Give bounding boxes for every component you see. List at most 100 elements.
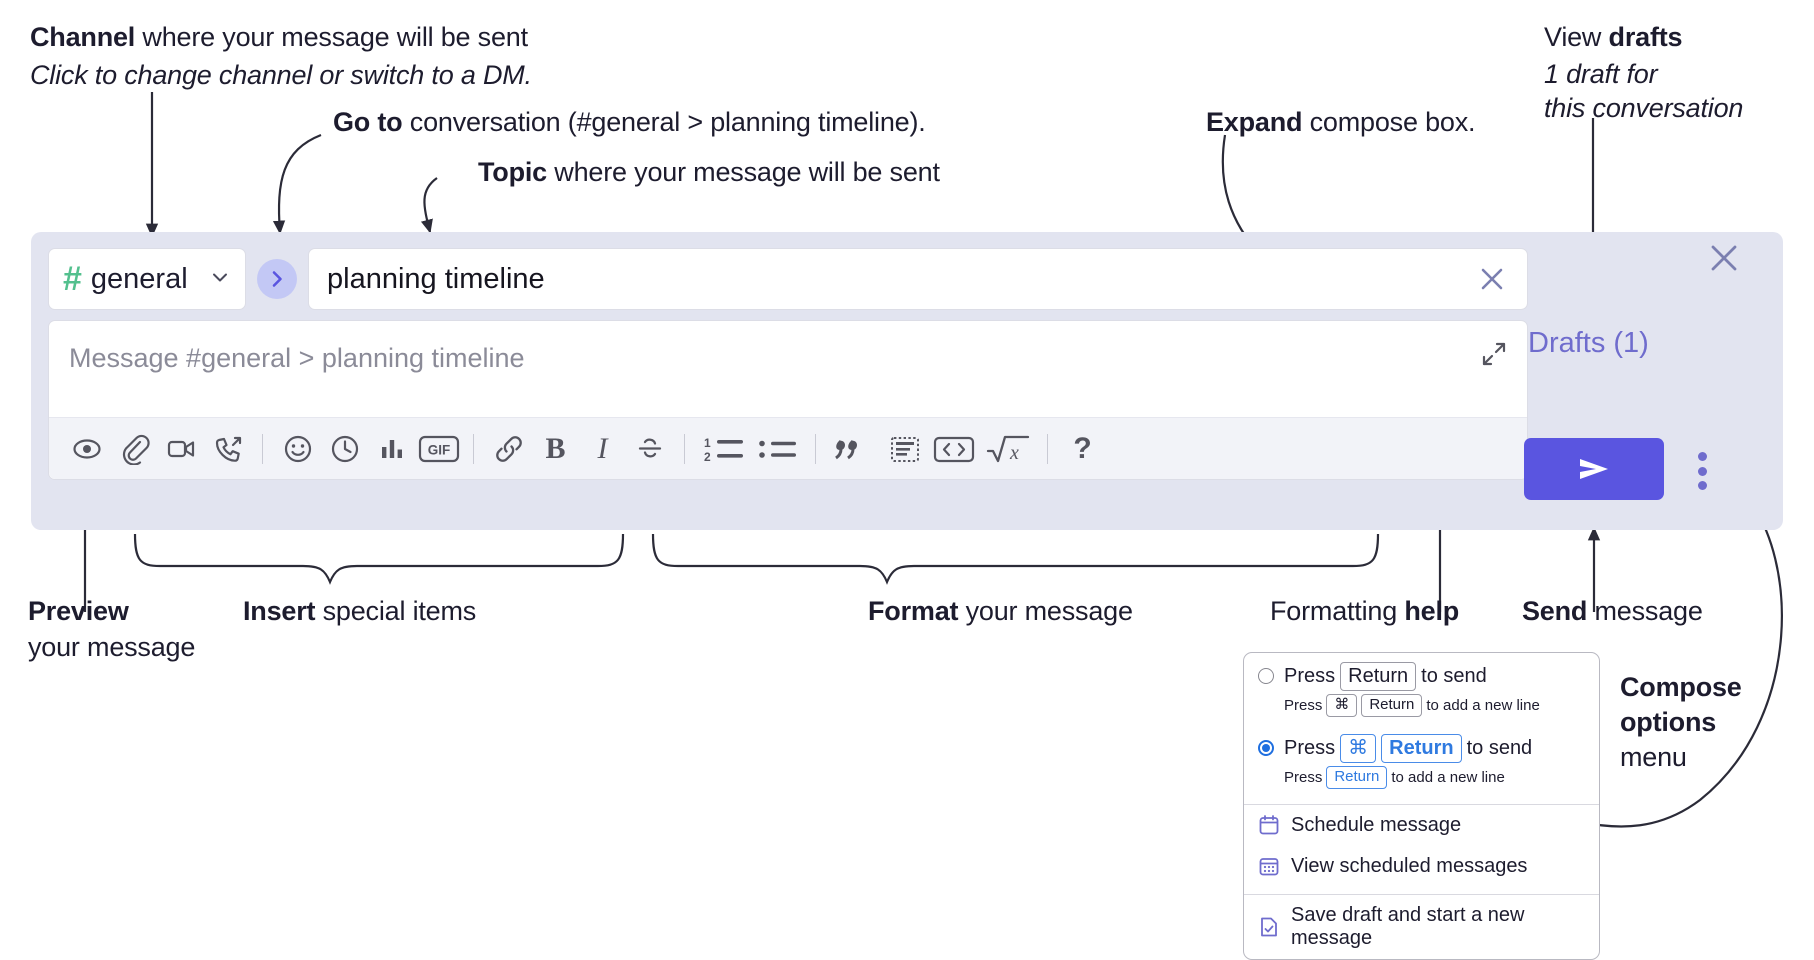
annotation-compose-options-rest: menu [1620, 742, 1687, 773]
annotation-insert: Insert special items [243, 596, 476, 628]
gif-icon[interactable]: GIF [415, 425, 462, 472]
send-option-cmd-return-sub: Press Return to add a new line [1244, 765, 1599, 797]
svg-text:GIF: GIF [427, 442, 450, 457]
key-return: Return [1361, 694, 1423, 717]
math-icon[interactable]: x [980, 425, 1036, 472]
blockquote-icon[interactable] [827, 425, 881, 472]
radio-return[interactable] [1258, 668, 1274, 684]
separator [684, 433, 685, 464]
svg-text:x: x [1009, 442, 1019, 464]
compose-options-menu: Press Return to send Press ⌘ Return to a… [1243, 652, 1600, 960]
annotation-drafts-sub2: this conversation [1544, 92, 1744, 123]
menu-item-save-draft[interactable]: Save draft and start a new message [1244, 895, 1599, 959]
send-icon [1580, 459, 1608, 479]
annotation-compose-options-bold2: options [1620, 707, 1717, 738]
message-input-box[interactable]: Message #general > planning timeline [48, 320, 1528, 480]
menu-item-view-scheduled[interactable]: View scheduled messages [1244, 846, 1599, 887]
italic-label: I [597, 431, 608, 465]
annotation-channel-sub: Click to change channel or switch to a D… [30, 59, 532, 90]
drafts-link[interactable]: Drafts (1) [1528, 327, 1649, 359]
annotation-goto: Go to conversation (#general > planning … [333, 107, 926, 139]
annotation-preview-line2: your message [28, 631, 196, 662]
compose-top-row: # general planning timeline [48, 248, 1528, 310]
annotation-preview: Preview your message [28, 596, 195, 664]
preview-icon[interactable] [63, 425, 110, 472]
separator [1047, 433, 1048, 464]
hash-icon: # [63, 260, 82, 298]
topic-value: planning timeline [327, 262, 545, 295]
close-compose-icon[interactable] [1704, 238, 1744, 283]
annotation-topic: Topic where your message will be sent [478, 157, 940, 189]
key-command: ⌘ [1340, 733, 1377, 763]
save-draft-icon [1258, 916, 1280, 938]
annotation-format-bold: Format [868, 596, 959, 626]
send-option-cmd-return[interactable]: Press ⌘ Return to send [1244, 725, 1599, 765]
compose-options-button[interactable] [1687, 449, 1717, 493]
send-button[interactable] [1524, 438, 1664, 500]
bold-label: B [545, 431, 566, 465]
separator [262, 433, 263, 464]
chevron-right-icon [272, 271, 282, 287]
annotation-compose-options: Compose options menu [1620, 670, 1742, 775]
newline-label: to add a new line [1391, 768, 1505, 786]
compose-panel: # general planning timeline Message #gen… [31, 232, 1783, 530]
kebab-dot [1697, 466, 1707, 476]
help-icon[interactable]: ? [1059, 425, 1106, 472]
menu-divider [1244, 803, 1599, 805]
close-icon[interactable] [1475, 262, 1509, 296]
press-label: Press [1284, 768, 1323, 786]
annotation-drafts-sub1: 1 draft for [1544, 58, 1658, 89]
press-label: Press [1284, 665, 1336, 687]
expand-icon[interactable] [1479, 339, 1509, 374]
annotation-send-bold: Send [1522, 596, 1588, 626]
emoji-icon[interactable] [274, 425, 321, 472]
bulleted-list-icon[interactable] [752, 425, 804, 472]
annotation-goto-rest: conversation (#general > planning timeli… [402, 107, 926, 137]
link-icon[interactable] [485, 425, 532, 472]
strikethrough-icon[interactable] [626, 425, 673, 472]
radio-cmd-return[interactable] [1258, 739, 1274, 756]
annotation-insert-rest: special items [315, 596, 477, 626]
annotation-drafts-plain: View [1544, 22, 1609, 52]
annotation-expand-rest: compose box. [1302, 107, 1476, 137]
poll-icon[interactable] [368, 425, 415, 472]
compose-inner: # general planning timeline Message #gen… [48, 248, 1528, 480]
annotation-format-rest: your message [958, 596, 1133, 626]
send-option-return-sub: Press ⌘ Return to add a new line [1244, 693, 1599, 725]
annotation-drafts-bold: drafts [1608, 22, 1683, 52]
bold-icon[interactable]: B [532, 425, 579, 472]
code-block-icon[interactable] [881, 425, 928, 472]
press-label: Press [1284, 736, 1336, 759]
annotation-send-rest: message [1587, 596, 1703, 626]
message-text-area[interactable]: Message #general > planning timeline [49, 321, 1527, 417]
message-placeholder: Message #general > planning timeline [69, 343, 525, 373]
menu-item-label: View scheduled messages [1291, 854, 1528, 877]
key-command: ⌘ [1326, 694, 1358, 717]
menu-item-schedule-message[interactable]: Schedule message [1244, 805, 1599, 846]
help-label: ? [1073, 431, 1092, 465]
newline-label: to add a new line [1426, 696, 1540, 714]
annotation-drafts: View drafts 1 draft for this conversatio… [1544, 22, 1743, 125]
menu-divider [1244, 893, 1599, 895]
send-option-return-label: Press Return to send [1284, 662, 1487, 691]
send-option-return[interactable]: Press Return to send [1244, 653, 1599, 693]
calendar-icon [1258, 814, 1280, 836]
separator [473, 433, 474, 464]
goto-conversation-button[interactable] [257, 259, 297, 299]
italic-icon[interactable]: I [579, 425, 626, 472]
annotation-expand-bold: Expand [1206, 107, 1303, 137]
video-icon[interactable] [157, 425, 204, 472]
topic-field[interactable]: planning timeline [308, 248, 1528, 310]
attachment-icon[interactable] [110, 425, 157, 472]
clock-icon[interactable] [321, 425, 368, 472]
annotation-channel-bold: Channel [30, 22, 136, 52]
huddle-icon[interactable] [204, 425, 251, 472]
channel-selector[interactable]: # general [48, 248, 246, 310]
code-icon[interactable] [928, 425, 980, 472]
annotation-topic-rest: where your message will be sent [547, 157, 940, 187]
calendar-grid-icon [1258, 855, 1280, 877]
annotation-help-bold: help [1404, 596, 1460, 626]
svg-text:2: 2 [704, 450, 711, 464]
